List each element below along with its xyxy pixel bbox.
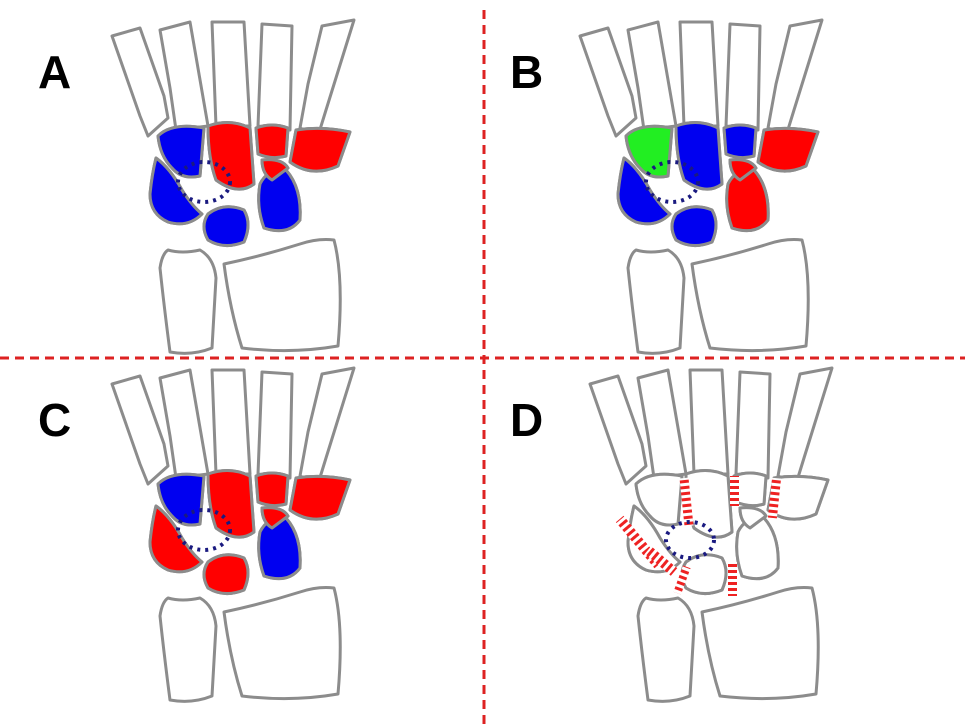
lunate-bone xyxy=(672,207,716,246)
hamate-bone xyxy=(758,128,818,171)
panel-d xyxy=(590,368,832,701)
triquetrum-bone xyxy=(737,518,779,579)
panel-b xyxy=(580,20,822,353)
panel-c-carpals xyxy=(150,470,350,593)
capitate-bone xyxy=(256,125,288,158)
panel-b-carpals xyxy=(618,122,818,245)
hamate-bone xyxy=(290,128,350,171)
trapezoid-bone xyxy=(676,122,722,189)
panel-label-c: C xyxy=(38,394,71,446)
panel-a-carpals xyxy=(150,122,350,245)
triquetrum-bone xyxy=(259,170,301,231)
lunate-bone xyxy=(682,555,726,594)
trapezoid-bone xyxy=(208,122,254,189)
capitate-bone xyxy=(256,473,288,506)
panel-c xyxy=(112,368,354,701)
panel-label-b: B xyxy=(510,46,543,98)
panel-label-a: A xyxy=(38,46,71,98)
trapezoid-bone xyxy=(686,470,732,537)
triquetrum-bone xyxy=(259,518,301,579)
trapezoid-bone xyxy=(208,470,254,537)
capitate-bone xyxy=(724,125,756,158)
triquetrum-bone xyxy=(727,170,769,231)
hamate-bone xyxy=(290,476,350,519)
lunate-bone xyxy=(204,555,248,594)
panel-a xyxy=(112,20,354,353)
lunate-bone xyxy=(204,207,248,246)
panel-label-d: D xyxy=(510,394,543,446)
